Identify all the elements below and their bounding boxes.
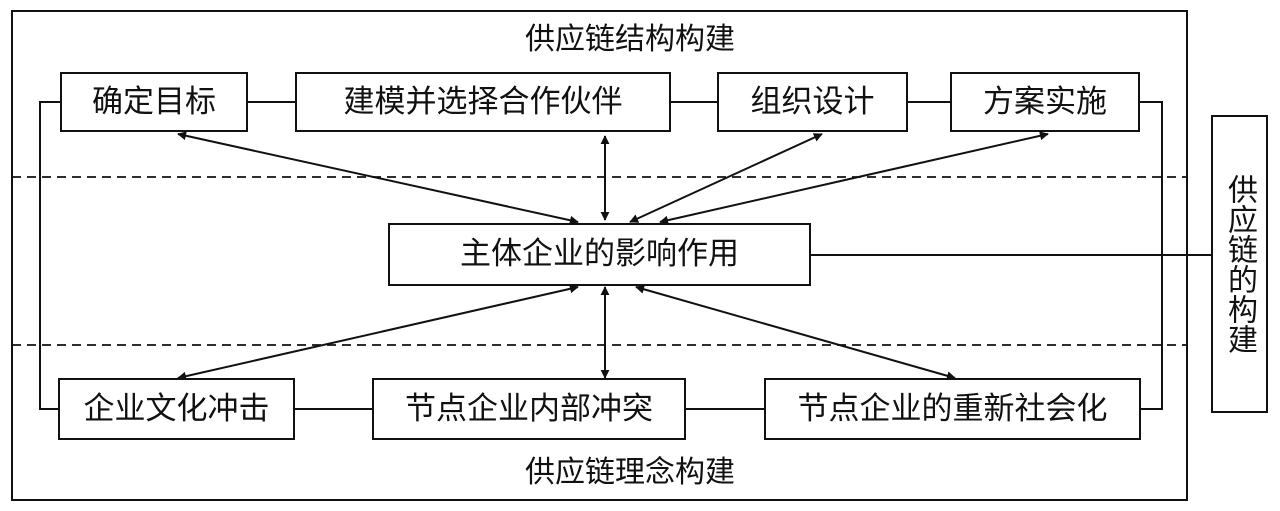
box-plan-implement: 方案实施 <box>950 72 1140 132</box>
box-culture-impact: 企业文化冲击 <box>58 378 295 440</box>
box-set-goal: 确定目标 <box>60 72 248 132</box>
arrow-implement <box>659 131 1049 225</box>
arrow-resocial <box>635 284 956 381</box>
box-org-design: 组织设计 <box>717 72 908 132</box>
box-model-select-partner: 建模并选择合作伙伴 <box>295 72 671 132</box>
top-title: 供应链结构构建 <box>525 22 735 57</box>
box-node-internal-conflict: 节点企业内部冲突 <box>372 378 686 440</box>
bottom-title: 供应链理念构建 <box>525 455 735 490</box>
box-core-enterprise-influence: 主体企业的影响作用 <box>388 223 811 286</box>
box-node-resocialization: 节点企业的重新社会化 <box>764 378 1141 440</box>
supply-chain-construction-label: 供应链的构建 <box>1222 174 1257 354</box>
arrow-culture <box>177 284 579 381</box>
arrow-goal <box>177 131 579 225</box>
box-supply-chain-construction: 供应链的构建 <box>1211 115 1268 413</box>
left-bracket <box>39 101 60 410</box>
arrow-org <box>629 133 823 223</box>
